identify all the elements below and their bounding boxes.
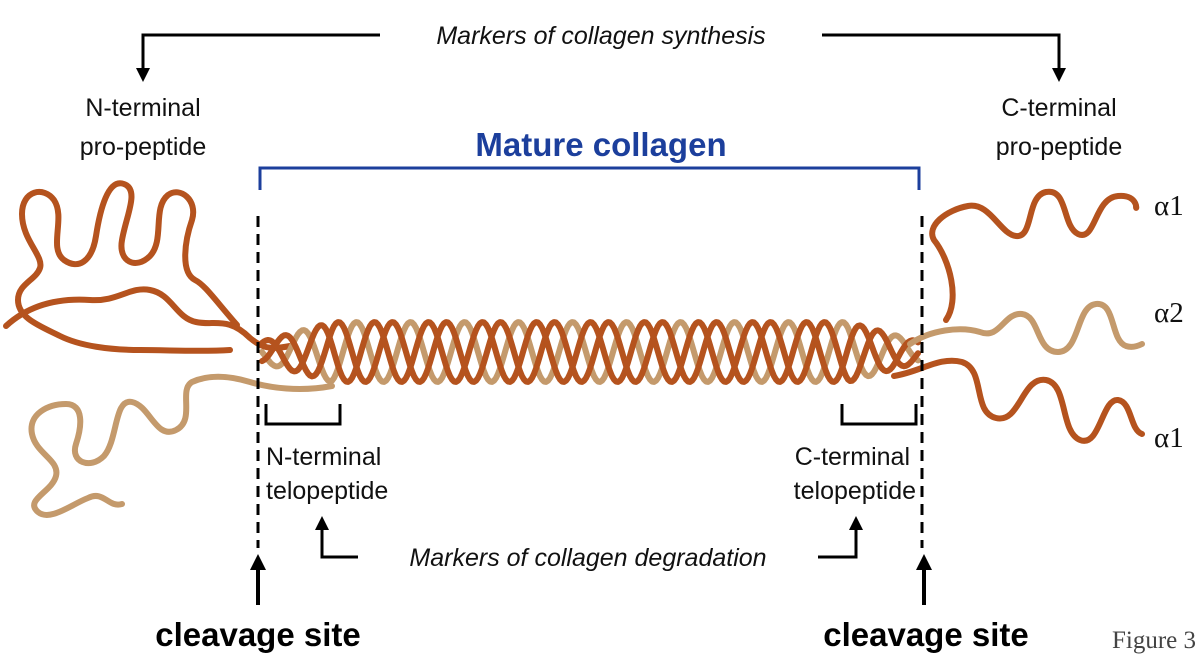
right-cleavage-arrow — [916, 554, 932, 605]
collagen-strands — [3, 180, 1145, 518]
triple-helix — [259, 319, 921, 385]
synthesis-markers-label: Markers of collagen synthesis — [436, 22, 765, 50]
alpha2-right-coil — [907, 301, 1145, 355]
mature-collagen-label: Mature collagen — [475, 126, 726, 163]
c-telopeptide-label-line2: telopeptide — [794, 477, 916, 505]
c-propeptide-label-line1: C-terminal — [1001, 94, 1116, 122]
degradation-markers-label: Markers of collagen degradation — [409, 544, 766, 572]
c-propeptide-label-line2: pro-peptide — [996, 133, 1122, 161]
n-telopeptide-label-line2: telopeptide — [266, 477, 388, 505]
c-telopeptide-label-line1: C-terminal — [795, 443, 910, 471]
n-telopeptide-bracket — [264, 404, 342, 426]
left-cleavage-site-label: cleavage site — [155, 616, 360, 653]
right-cleavage-site-label: cleavage site — [823, 616, 1028, 653]
alpha1-top-left-coil — [15, 180, 240, 354]
mature-collagen-bracket — [258, 166, 921, 190]
alpha2-label: α2 — [1154, 297, 1184, 329]
alpha1-top-right-coil — [929, 188, 1140, 323]
left-cleavage-arrow — [250, 554, 266, 605]
helix-strand-alpha1-b — [259, 319, 921, 385]
figure-label: Figure 3 — [1112, 627, 1196, 654]
synthesis-bracket — [136, 33, 1066, 82]
alpha1-middle-left-coil — [3, 286, 293, 351]
alpha2-left-coil — [28, 373, 335, 518]
c-telopeptide-bracket — [840, 404, 918, 426]
n-propeptide-label-line2: pro-peptide — [80, 133, 206, 161]
degradation-bracket — [315, 516, 863, 559]
alpha1-top-label: α1 — [1154, 190, 1184, 222]
n-propeptide-label-line1: N-terminal — [85, 94, 200, 122]
alpha1-bottom-label: α1 — [1154, 422, 1184, 454]
n-telopeptide-label-line1: N-terminal — [266, 443, 381, 471]
alpha1-bottom-right-coil — [891, 357, 1145, 444]
helix-strand-alpha1-a — [259, 319, 921, 385]
